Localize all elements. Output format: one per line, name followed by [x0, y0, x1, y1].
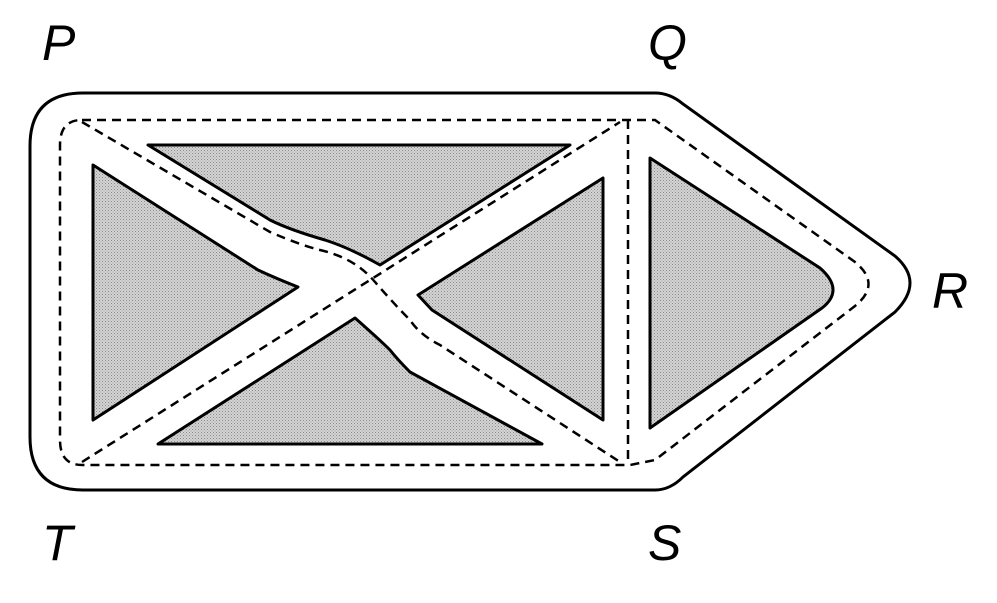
vertex-label-r: R — [932, 263, 968, 319]
point-triangle-region — [648, 156, 835, 430]
right-triangle-region — [416, 176, 605, 422]
vertex-label-s: S — [648, 515, 681, 571]
dashed-diagonal-p-to-s — [81, 120, 621, 464]
vertex-label-q: Q — [648, 15, 687, 71]
top-triangle-region — [146, 143, 572, 267]
dashed-outer-loop — [58, 118, 870, 467]
vertex-label-t: T — [42, 515, 76, 571]
dashed-diagonal-t-to-q — [81, 120, 621, 464]
bottom-triangle-region — [156, 316, 544, 446]
left-triangle-region — [91, 163, 300, 422]
vertex-label-p: P — [42, 15, 76, 71]
dashed-route — [58, 118, 870, 467]
